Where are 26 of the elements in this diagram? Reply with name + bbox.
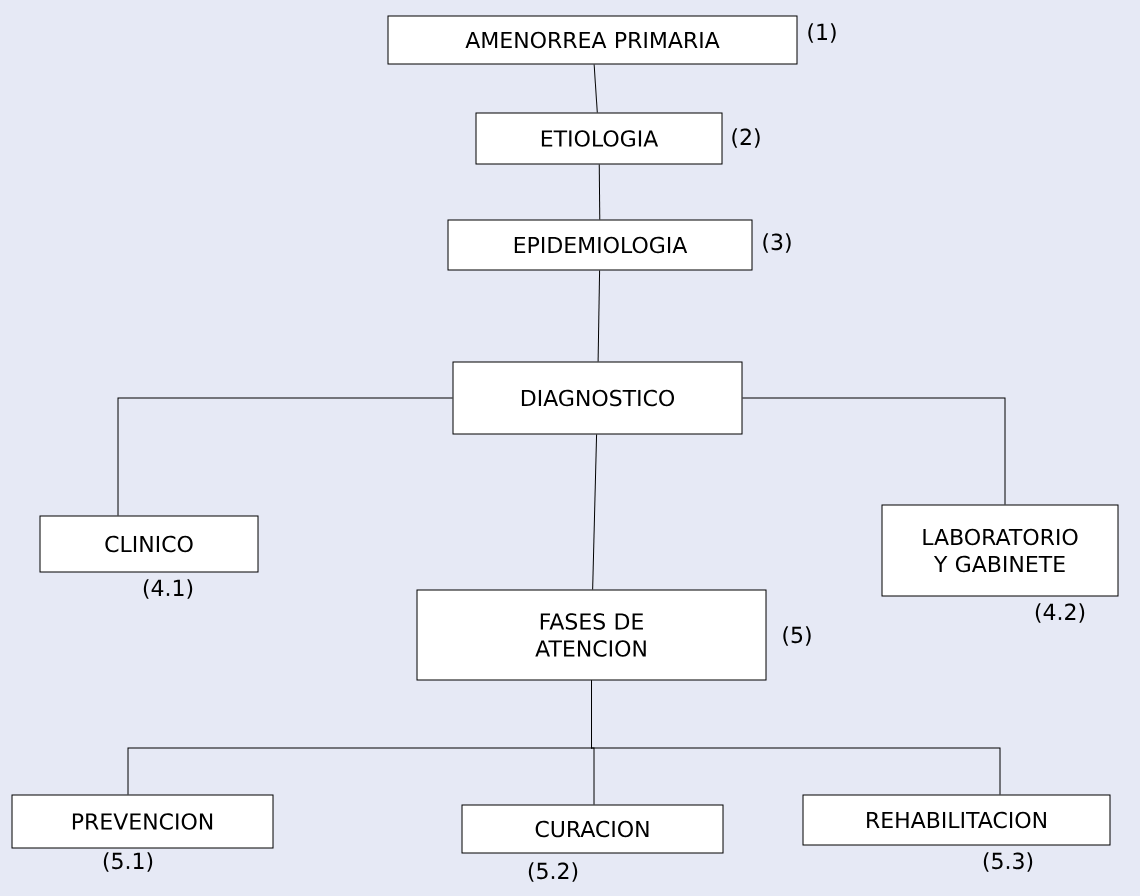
step-number: (3) — [763, 233, 791, 253]
process-box: CURACION — [461, 804, 724, 854]
process-box: FASES DE ATENCION — [416, 589, 767, 681]
step-number: (1) — [808, 23, 836, 43]
process-box: ETIOLOGIA — [475, 112, 723, 165]
process-box: DIAGNOSTICO — [452, 361, 743, 435]
connector-line — [597, 270, 601, 362]
step-number: (5.2) — [528, 862, 578, 882]
step-number: (4.1) — [143, 579, 193, 599]
process-box: EPIDEMIOLOGIA — [447, 219, 753, 271]
step-number: (4.2) — [1035, 603, 1085, 623]
connector-line — [117, 397, 453, 516]
process-box: CLINICO — [39, 515, 259, 573]
step-number: (5) — [783, 626, 811, 646]
process-box: LABORATORIO Y GABINETE — [881, 504, 1119, 597]
connector-line — [592, 434, 598, 590]
process-box: REHABILITACION — [802, 794, 1111, 846]
connector-line — [742, 397, 1006, 505]
step-number: (5.1) — [103, 852, 153, 872]
process-box: AMENORREA PRIMARIA — [387, 15, 798, 65]
process-box: PREVENCION — [11, 794, 274, 849]
connector-line — [598, 164, 601, 220]
connector-line — [591, 680, 1001, 795]
connector-line — [593, 64, 598, 113]
step-number: (2) — [732, 128, 760, 148]
step-number: (5.3) — [983, 852, 1033, 872]
